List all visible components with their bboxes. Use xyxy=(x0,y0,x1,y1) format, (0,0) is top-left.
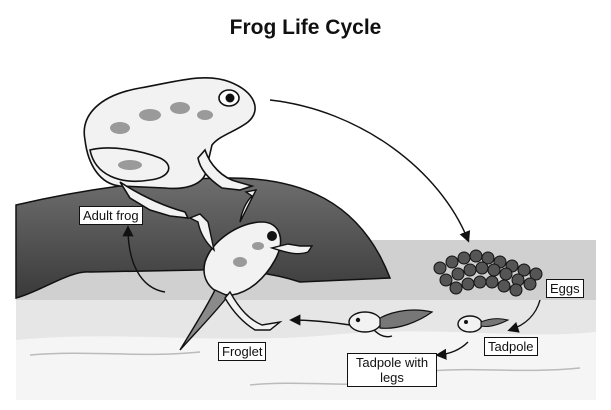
adult-frog-illustration xyxy=(83,76,256,219)
arrow-froglet-to-adult xyxy=(122,225,166,293)
label-eggs: Eggs xyxy=(546,279,584,298)
label-froglet: Froglet xyxy=(218,342,267,361)
arrow-tadpole-to-tadpole-with-legs xyxy=(435,341,469,360)
label-tadpole: Tadpole xyxy=(484,337,538,356)
froglet-illustration xyxy=(179,189,314,351)
tadpole-illustration xyxy=(457,315,510,333)
tadpole-with-legs-illustration xyxy=(348,309,434,338)
arrow-eggs-to-tadpole xyxy=(507,299,541,333)
cycle-arrows xyxy=(122,99,541,360)
label-adult-frog: Adult frog xyxy=(79,206,143,225)
egg-cluster xyxy=(433,249,543,297)
label-tadpole-with-legs: Tadpole with legs xyxy=(347,353,437,387)
arrow-tadpole-with-legs-to-froglet xyxy=(289,314,351,326)
arrow-adult-to-eggs xyxy=(269,99,471,243)
diagram-title: Frog Life Cycle xyxy=(229,16,382,39)
